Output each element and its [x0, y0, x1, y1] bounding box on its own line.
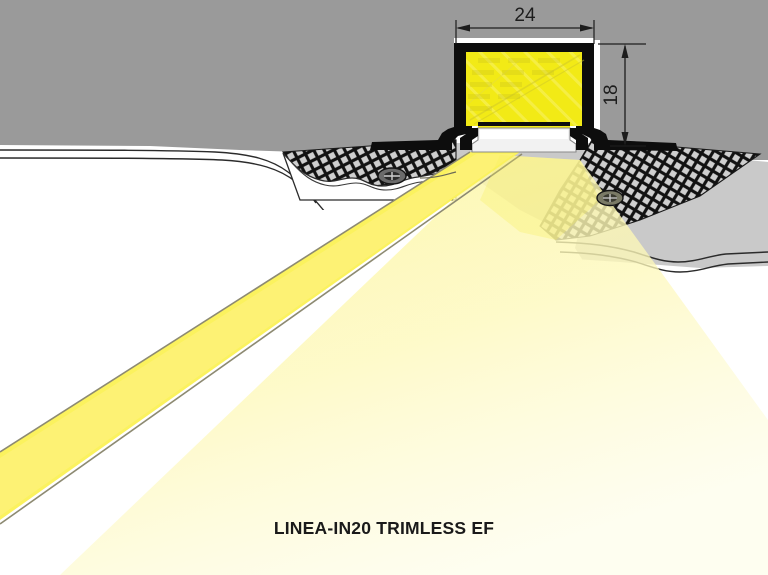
light-beam-fan: [60, 155, 768, 575]
mounting-screw-left: [377, 167, 407, 185]
dimension-label-width: 24: [514, 5, 536, 26]
finished-ceiling-left: [0, 150, 372, 210]
dimension-width-24: 24: [455, 5, 595, 44]
page-title: LINEA-IN20 TRIMLESS EF: [273, 518, 495, 538]
profile-top-reveal: [454, 38, 594, 43]
dimension-height-18: 18: [598, 43, 646, 147]
light-beam-blade-edge-upper: [0, 151, 471, 453]
led-chips: [468, 58, 560, 111]
beam-mesh-overlay: [480, 155, 600, 240]
led-cavity-detail: [467, 54, 585, 125]
profile-flange-left: [370, 140, 438, 150]
diffuser-lens-highlight: [480, 130, 568, 139]
plaster-skim-left-contour: [291, 162, 457, 191]
light-beam-blade-edge-lower: [0, 153, 523, 525]
plaster-skim-left-top: [419, 171, 457, 179]
lens-clip-left: [460, 128, 478, 150]
mounting-screw-right: [596, 189, 624, 207]
ceiling-slab: [0, 0, 768, 160]
light-beam-blade-core: [0, 154, 514, 516]
light-beam-blade: [0, 152, 520, 520]
lens-clip-right: [570, 128, 588, 150]
reinforcement-mesh-left: [283, 140, 456, 188]
dimension-label-height: 18: [601, 84, 622, 105]
